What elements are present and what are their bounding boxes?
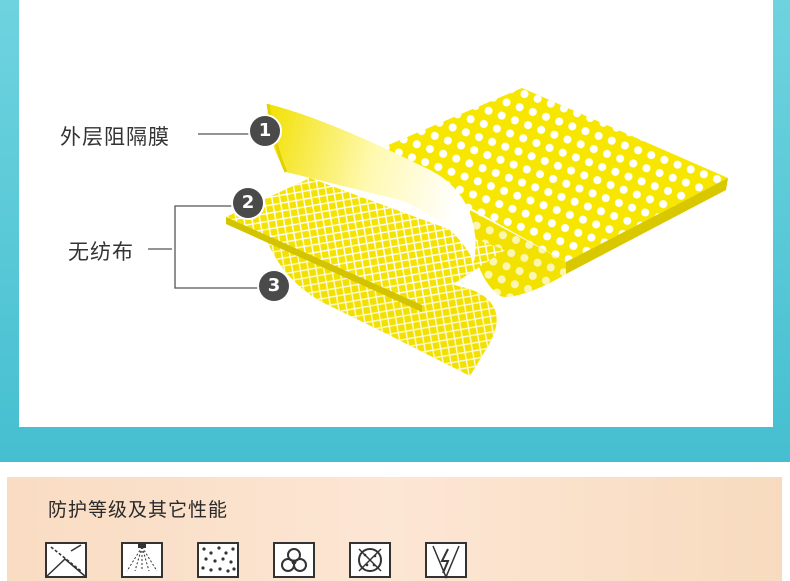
infectious-agent-icon: [349, 542, 391, 578]
protection-title: 防护等级及其它性能: [48, 499, 229, 521]
biohazard-icon: [273, 542, 315, 578]
layer-2-badge: 2: [233, 188, 263, 218]
leader-lines: [148, 133, 262, 289]
layer-2-label: 无纺布: [68, 240, 134, 264]
spray-icon: [121, 542, 163, 578]
layer-1-barrier-film: [372, 88, 728, 297]
liquid-splash-icon: [45, 542, 87, 578]
antistatic-icon: [425, 542, 467, 579]
protection-section: 防护等级及其它性能: [7, 477, 782, 581]
layer-diagram: [148, 88, 728, 376]
layer-1-badge: 1: [250, 116, 280, 146]
particle-icon: [197, 542, 239, 578]
layer-3-badge: 3: [259, 271, 289, 301]
layer-2-nonwoven: [226, 178, 505, 312]
layer-1-label: 外层阻隔膜: [60, 125, 170, 149]
